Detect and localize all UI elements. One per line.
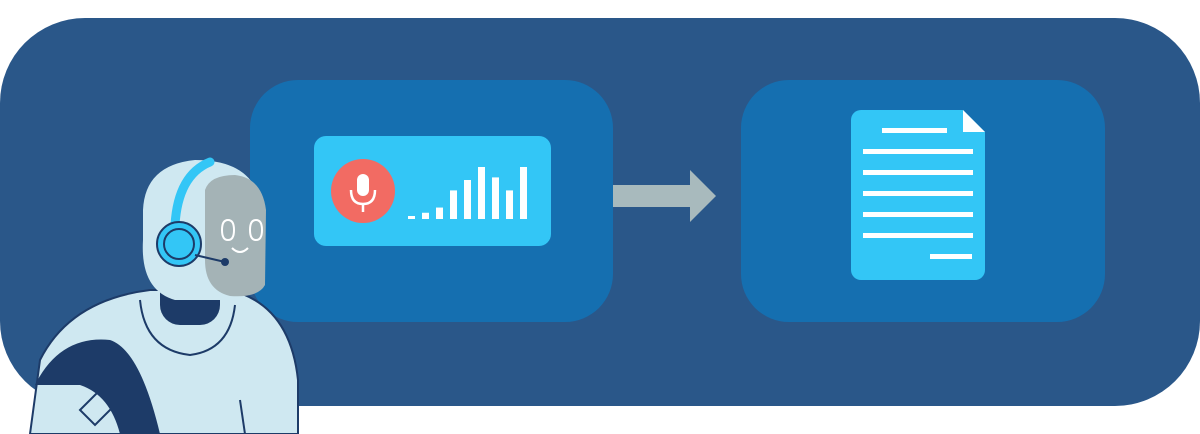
sound-level-bar — [408, 216, 415, 219]
sound-level-bar — [436, 207, 443, 219]
sound-level-bar — [422, 212, 429, 219]
sound-level-bar — [492, 177, 499, 219]
sound-level-bar — [506, 190, 513, 219]
headset-icon — [156, 157, 229, 267]
sound-level-bar — [520, 167, 527, 219]
sound-level-bar — [450, 190, 457, 219]
document-text-line — [863, 233, 973, 238]
sound-wave-icon — [408, 167, 527, 219]
document-text-line — [882, 128, 947, 133]
document-icon — [851, 110, 985, 280]
document-text-line — [863, 149, 973, 154]
sound-level-bar — [464, 180, 471, 219]
document-text-line — [930, 254, 972, 259]
document-text-line — [863, 170, 973, 175]
microphone-icon — [331, 159, 395, 223]
arrow-right-icon — [613, 170, 716, 222]
robot-agent-icon — [28, 157, 299, 434]
face-visor — [205, 175, 266, 297]
document-text-line — [863, 212, 973, 217]
sound-level-bar — [478, 167, 485, 219]
document-text-line — [863, 191, 973, 196]
